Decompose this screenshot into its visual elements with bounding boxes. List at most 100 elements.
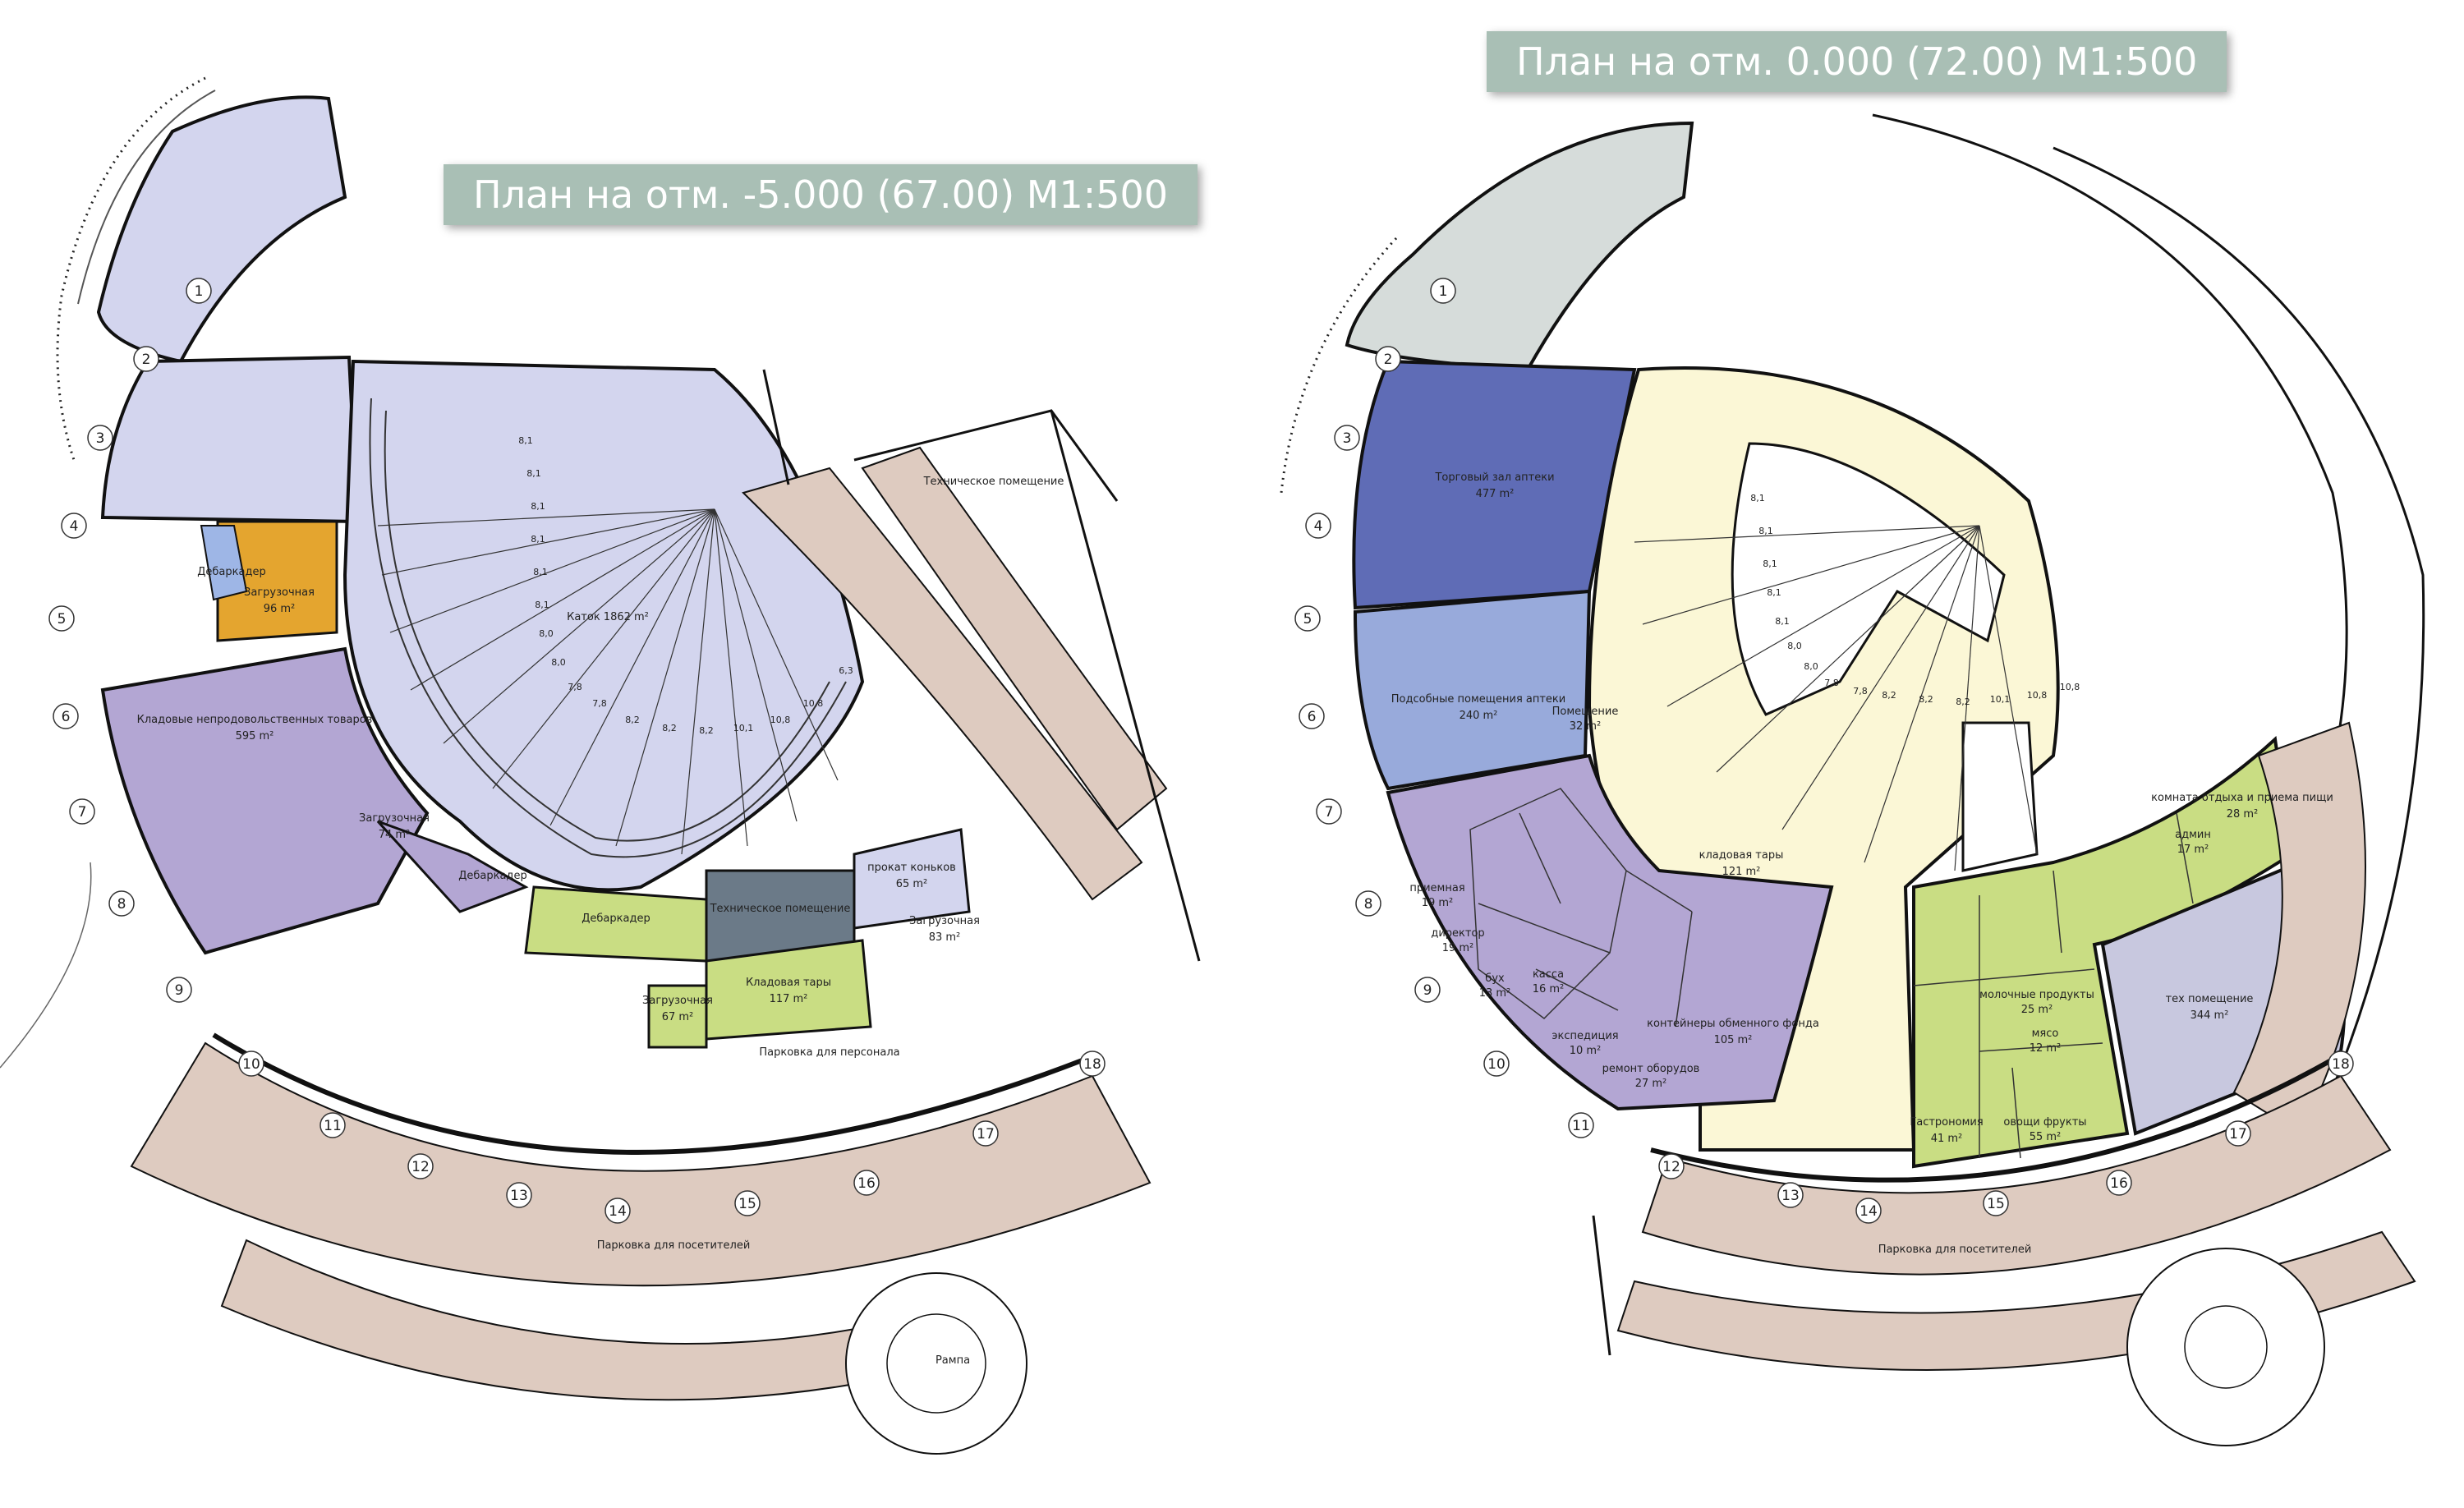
left-axis-1: 1 [195,283,204,300]
right-label-expedition: экспедиция [1551,1030,1618,1042]
left-axis-3: 3 [96,430,105,447]
right-label-pharmacy: Торговый зал аптеки [1434,471,1554,484]
right-axis-14: 14 [1859,1203,1878,1220]
right-label-veg-area: 55 m² [2030,1131,2062,1143]
left-label-parking-visitors: Парковка для посетителей [597,1239,751,1252]
right-dim-8: 7,8 [1824,678,1839,688]
right-axis-13: 13 [1781,1188,1800,1204]
left-dim-2: 8,1 [526,468,541,479]
right-dim-4: 8,1 [1767,587,1781,598]
left-dim-16: 10,8 [803,698,824,709]
right-label-director-area: 19 m² [1442,942,1474,954]
right-label-veg: овощи фрукты [2003,1116,2086,1129]
left-dim-7: 8,0 [539,628,554,639]
right-label-dairy: молочные продукты [1979,989,2094,1001]
left-label-storage-area: 595 m² [236,730,274,743]
right-axis-18: 18 [2332,1056,2350,1073]
left-axis-9: 9 [175,982,184,999]
right-dim-12: 8,2 [1956,697,1970,707]
right-label-tech-area: 344 m² [2190,1009,2229,1022]
left-dim-11: 8,2 [625,715,640,725]
left-upper-room [100,355,360,524]
right-axis-16: 16 [2110,1175,2128,1192]
left-loading-small [376,820,529,913]
left-axis-8: 8 [117,896,126,913]
left-label-loading4-area: 83 m² [929,931,961,944]
right-dim-11: 8,2 [1919,694,1933,705]
right-axis-labels: 1 2 3 4 5 6 7 8 9 10 11 12 13 14 15 16 1… [1303,283,2350,1220]
left-dim-5: 8,1 [533,567,548,577]
left-dim-4: 8,1 [531,534,545,545]
left-axis-17: 17 [977,1126,995,1142]
right-label-pharmacy-aux: Подсобные помещения аптеки [1391,693,1565,706]
right-axis-8: 8 [1364,896,1373,913]
right-dim-10: 8,2 [1882,690,1896,701]
left-axis-11: 11 [324,1118,342,1134]
left-label-tech: Техническое помещение [710,903,851,915]
plan-title-right: План на отм. 0.000 (72.00) М1:500 [1487,31,2227,92]
right-label-parking-visitors: Парковка для посетителей [1878,1244,2032,1256]
right-pharmacy-aux [1353,589,1592,791]
left-label-dock1: Дебаркадер [197,566,265,578]
left-parking-arc [130,1041,1152,1287]
right-label-admin: админ [2175,829,2211,841]
right-label-expedition-area: 10 m² [1570,1045,1602,1057]
right-axis-2: 2 [1384,352,1393,368]
left-dim-12: 8,2 [662,723,677,733]
right-label-gastronomy-area: 41 m² [1931,1133,1963,1145]
right-dim-5: 8,1 [1775,616,1790,627]
left-loading-green [647,984,708,1049]
right-top-wing [1345,121,1694,372]
left-rental [853,828,971,930]
right-dim-1: 8,1 [1750,493,1765,503]
right-axis-9: 9 [1423,982,1432,999]
left-axis-6: 6 [62,709,71,725]
right-label-pharmacy-area: 477 m² [1476,488,1515,500]
right-dim-6: 8,0 [1787,641,1802,651]
left-label-ramp: Рампа [935,1354,970,1367]
right-axis-7: 7 [1325,804,1334,821]
left-dim-6: 8,1 [535,600,549,610]
right-axis-5: 5 [1303,611,1312,628]
right-dim-7: 8,0 [1804,661,1818,672]
right-dim-9: 7,8 [1853,686,1868,697]
right-label-tare: кладовая тары [1699,849,1784,862]
left-dim-10: 7,8 [592,698,607,709]
left-label-loading1-area: 96 m² [264,603,296,615]
right-label-rest-area: 28 m² [2227,808,2259,821]
right-axis-12: 12 [1662,1159,1680,1175]
right-ramp [2126,1248,2325,1446]
right-label-buh-area: 13 m² [1479,987,1511,1000]
left-axis-12: 12 [411,1159,430,1175]
left-outer-arc-hatch [56,76,206,461]
right-dim-labels: 8,1 8,1 8,1 8,1 8,1 8,0 8,0 7,8 7,8 8,2 … [1750,493,2080,707]
left-label-dock2: Дебаркадер [458,870,526,882]
left-dim-17: 6,3 [839,665,853,676]
right-label-tech: тех помещение [2166,993,2254,1005]
right-axis-1: 1 [1439,283,1448,300]
right-axis-4: 4 [1314,518,1323,535]
right-label-meat: мясо [2032,1028,2059,1040]
left-loading-orange [216,520,338,642]
right-dim-14: 10,8 [2027,690,2048,701]
right-label-director: директор [1431,927,1484,940]
right-label-dairy-area: 25 m² [2021,1004,2053,1016]
left-dim-13: 8,2 [699,725,714,736]
right-label-tare-area: 121 m² [1722,866,1761,878]
right-dim-3: 8,1 [1763,559,1777,569]
plan-title-left: План на отм. -5.000 (67.00) М1:500 [444,164,1198,225]
left-dim-9: 7,8 [568,682,582,692]
left-dim-1: 8,1 [518,435,533,446]
left-label-tech2: Техническое помещение [923,476,1064,488]
left-axis-10: 10 [242,1056,260,1073]
left-label-rental-area: 65 m² [896,878,928,890]
left-label-tare-area: 117 m² [770,993,808,1005]
right-label-admin-area: 17 m² [2177,844,2209,856]
left-axis-bubbles [48,278,1106,1224]
left-axis-5: 5 [57,611,67,628]
right-axis-15: 15 [1987,1196,2005,1212]
right-label-gastronomy: Гастрономия [1910,1116,1983,1129]
right-axis-bubbles [1294,278,2354,1224]
right-dim-15: 10,8 [2060,682,2080,692]
